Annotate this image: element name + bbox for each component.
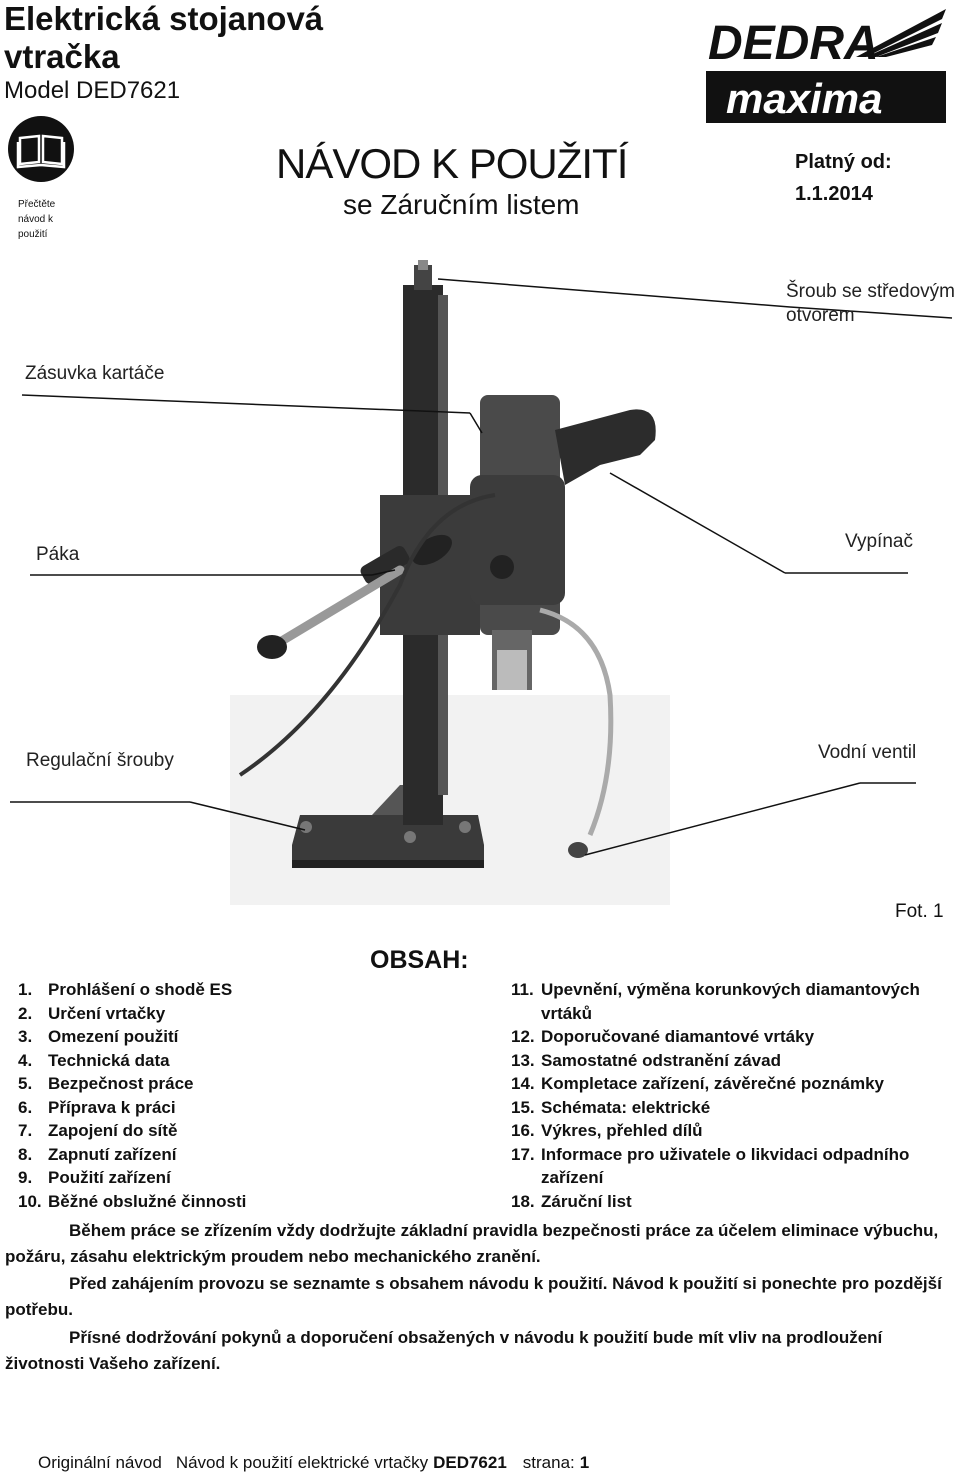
figure-caption: Fot. 1 [895,901,944,922]
read-manual-paragraph: Před zahájením provozu se seznamte s obs… [5,1274,942,1319]
toc-item: 10.Běžné obslužné činnosti [18,1191,247,1211]
toc-item: 9.Použití zařízení [18,1168,171,1187]
valid-from-date: 1.1.2014 [795,183,873,205]
toc-item: 8.Zapnutí zařízení [18,1144,177,1164]
toc-item: 1.Prohlášení o shodě ES [18,980,233,999]
drill-stand-figure [0,255,960,935]
label-switch: Vypínač [845,531,913,552]
toc-item: 11.Upevnění, výměna korunkových diamanto… [511,980,920,1023]
toc-left-column: 1.Prohlášení o shodě ES 2.Určení vrtačky… [18,978,418,1213]
safety-paragraph: Během práce se zřízením vždy dodržujte z… [5,1221,939,1266]
valid-from-label: Platný od: [795,151,892,173]
footer-page-number: 1 [579,1453,590,1472]
model-number: Model DED7621 [4,77,181,104]
footer-doc-model: DED7621 [433,1453,507,1472]
toc-item: 12.Doporučované diamantové vrtáky [511,1027,815,1046]
read-manual-label: Přečtěte návod k použití [18,199,56,240]
document-title: Elektrická stojanová vtračka [4,0,324,75]
toc-item: 5.Bezpečnost práce [18,1074,194,1093]
footer-page-label: strana: [522,1453,575,1472]
label-screw: Šroub se středovým otvorem [786,281,955,326]
toc-item: 14.Kompletace zařízení, závěrečné poznám… [511,1074,884,1093]
toc-item: 17.Informace pro uživatele o likvidaci o… [511,1144,910,1188]
label-lever: Páka [36,544,80,565]
dedra-maxima-logo: DEDRA maxima [706,5,950,125]
toc-item: 3.Omezení použití [18,1027,179,1046]
page-footer: Originální návod Návod k použití elektric… [38,1452,589,1474]
label-brush-socket: Zásuvka kartáče [25,363,165,384]
toc-item: 18.Záruční list [511,1191,632,1211]
toc-item: 7.Zapojení do sítě [18,1121,178,1140]
contents-heading: OBSAH: [370,946,469,974]
toc-right-column: 11.Upevnění, výměna korunkových diamanto… [511,978,931,1213]
toc-item: 2.Určení vrtačky [18,1003,166,1023]
logo-bottom-text: maxima [726,75,882,122]
toc-item: 13.Samostatné odstranění závad [511,1050,781,1070]
label-adjust-screws: Regulační šrouby [26,750,174,771]
logo-top-text: DEDRA [708,17,879,70]
sub-title: se Záručním listem [343,189,580,220]
toc-item: 16.Výkres, přehled dílů [511,1121,703,1140]
main-title: NÁVOD K POUŽITÍ [276,140,628,187]
toc-item: 4.Technická data [18,1050,170,1070]
footer-original: Originální návod [38,1453,162,1472]
read-manual-icon [8,116,74,182]
toc-item: 15.Schémata: elektrické [511,1097,711,1117]
toc-item: 6.Příprava k práci [18,1097,176,1117]
drill-stand-illustration [10,260,953,905]
lifetime-paragraph: Přísné dodržování pokynů a doporučení ob… [5,1328,883,1373]
footer-doc-prefix: Návod k použití elektrické vrtačky [175,1453,429,1472]
label-water-valve: Vodní ventil [818,742,917,763]
